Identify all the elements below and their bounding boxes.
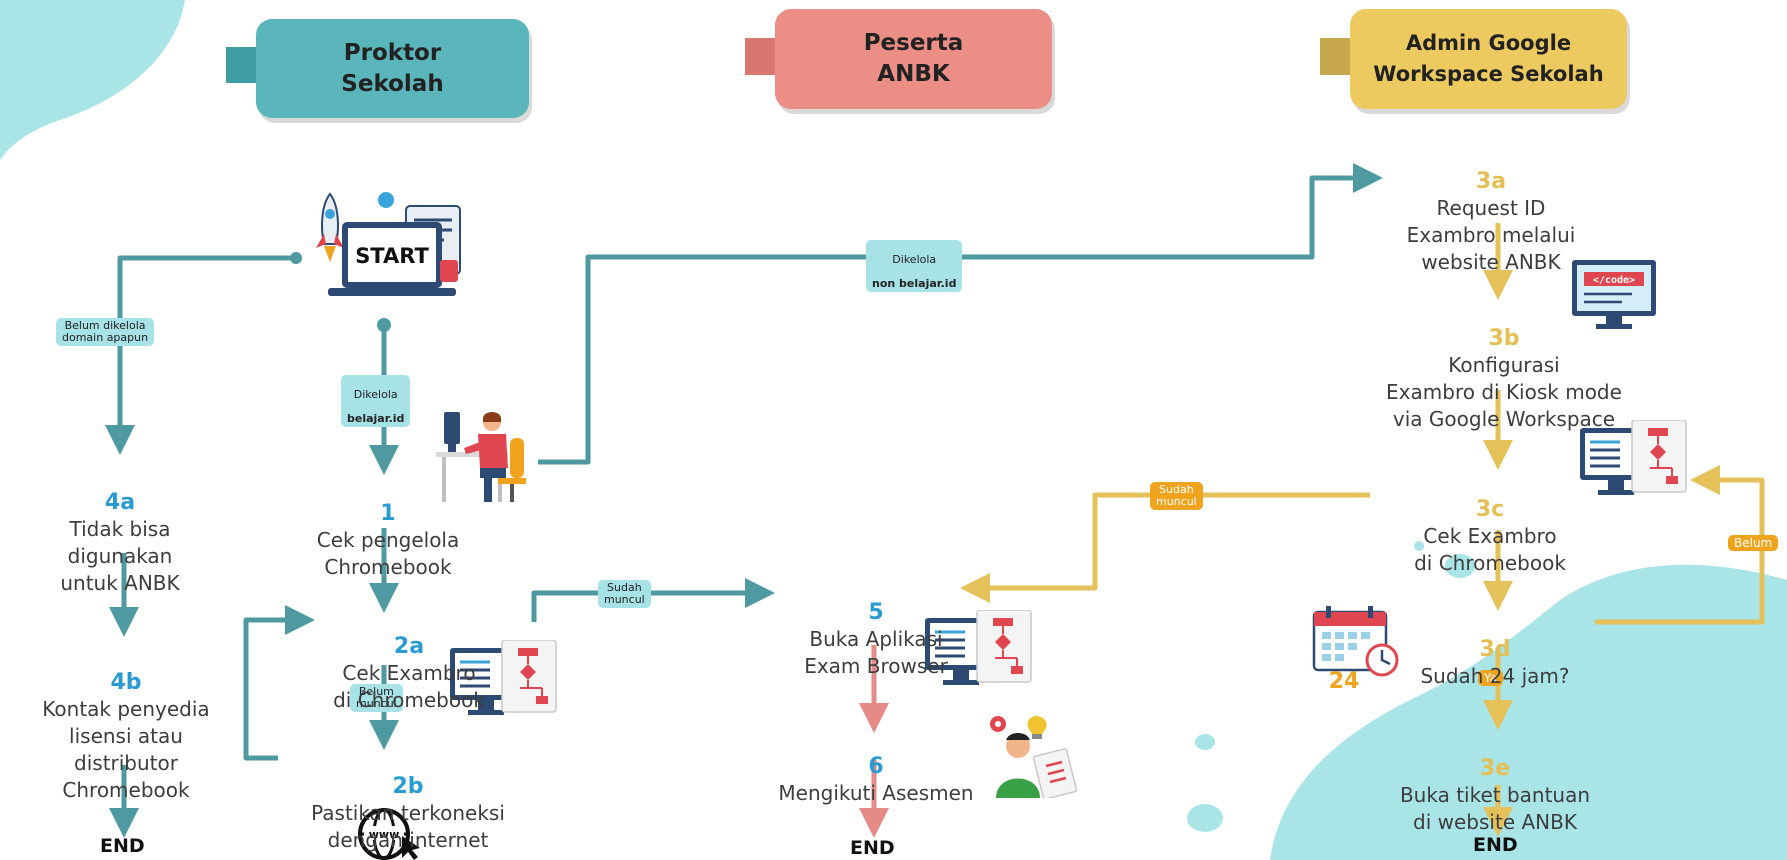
line-1-to-3a <box>538 163 1383 465</box>
exambro-monitor-icon-2a <box>450 640 557 715</box>
node-2a-num: 2a <box>393 634 425 659</box>
node-4b-text: Kontak penyedia lisensi atau distributor… <box>42 697 210 802</box>
lane-title-admin: Admin Google Workspace Sekolah <box>1373 31 1604 86</box>
end-label-right: END <box>1473 834 1518 856</box>
internet-globe-icon: www <box>358 808 420 860</box>
node-3c-text: Cek Exambro di Chromebook <box>1414 524 1566 575</box>
top-left-blob <box>0 0 185 160</box>
node-4a-tidak-bisa: 4a Tidak bisa digunakan untuk ANBK <box>30 462 210 597</box>
student-thinking-icon <box>990 716 1078 798</box>
node-3c-num: 3c <box>1475 497 1505 522</box>
end-label-left: END <box>100 835 145 857</box>
node-1-num: 1 <box>380 501 396 526</box>
hours-label: 24 <box>1329 669 1360 692</box>
node-1-text: Cek pengelola Chromebook <box>316 528 460 579</box>
tag-sudah-muncul-3c: Sudah muncul <box>1150 482 1203 510</box>
lane-header-proktor: Proktor Sekolah <box>256 19 529 118</box>
tag-dikelola-non-belajar: Dikelola non belajar.id <box>866 240 963 292</box>
tag-sudah-muncul-2a: Sudah muncul <box>598 580 651 608</box>
node-4b-kontak-penyedia: 4b Kontak penyedia lisensi atau distribu… <box>12 642 240 804</box>
node-3d-sudah-24-jam: 3d Sudah 24 jam? <box>1390 609 1600 690</box>
proktor-at-desk-icon <box>436 412 526 502</box>
node-3c-cek-exambro: 3c Cek Exambro di Chromebook <box>1390 469 1590 577</box>
node-5-num: 5 <box>868 600 884 625</box>
node-5-buka-aplikasi: 5 Buka Aplikasi Exam Browser <box>786 572 966 680</box>
exambro-monitor-icon-3c <box>1580 420 1687 495</box>
dot-start-down <box>377 318 391 332</box>
node-4a-text: Tidak bisa digunakan untuk ANBK <box>60 517 180 595</box>
tag-belum-dikelola: Belum dikelola domain apapun <box>56 318 155 346</box>
blob-dot-1 <box>1445 554 1475 578</box>
blob-dot-6 <box>1197 736 1209 748</box>
line-start-to-4a <box>105 255 292 455</box>
node-3a-num: 3a <box>1475 169 1507 194</box>
node-3a-text: Request ID Exambro melalui website ANBK <box>1406 196 1576 274</box>
tag-dikelola-non-line2: non belajar.id <box>872 277 957 290</box>
code-monitor-icon: </code> <box>1572 260 1656 329</box>
www-label: www <box>369 828 400 841</box>
node-5-text: Buka Aplikasi Exam Browser <box>804 627 948 678</box>
line-2a-to-5 <box>531 578 775 622</box>
start-rocket-laptop-icon: START <box>316 192 461 296</box>
code-label: </code> <box>1593 275 1635 286</box>
node-2b-num: 2b <box>392 774 424 799</box>
node-3b-text: Konfigurasi Exambro di Kiosk mode via Go… <box>1386 353 1622 431</box>
line-3d-to-3c-belum <box>1595 465 1765 625</box>
lane-header-admin: Admin Google Workspace Sekolah <box>1350 9 1627 109</box>
node-3b-konfigurasi: 3b Konfigurasi Exambro di Kiosk mode via… <box>1372 298 1636 433</box>
node-6-mengikuti-asesmen: 6 Mengikuti Asesmen <box>756 726 996 807</box>
lane-title-peserta: Peserta ANBK <box>863 30 964 87</box>
blob-dot-4 <box>1187 804 1223 832</box>
node-3a-request-id: 3a Request ID Exambro melalui website AN… <box>1376 141 1606 276</box>
tag-dikelola-belajar-line1: Dikelola <box>353 388 398 401</box>
calendar-24h-icon: 24 <box>1312 606 1399 692</box>
lane-header-peserta: Peserta ANBK <box>775 9 1052 109</box>
line-2b-to-2a <box>243 605 315 761</box>
exambro-monitor-icon-5 <box>925 610 1032 685</box>
node-3d-text: Sudah 24 jam? <box>1420 664 1570 688</box>
node-2b-pastikan-internet: 2b Pastikan terkoneksi dengan internet <box>278 746 538 854</box>
tag-dikelola-non-line1: Dikelola <box>892 253 937 266</box>
node-3e-buka-tiket: 3e Buka tiket bantuan di website ANBK <box>1370 728 1620 836</box>
line-3c-to-5 <box>960 492 1370 603</box>
tag-belum-3d: Belum <box>1728 535 1779 551</box>
node-4b-num: 4b <box>110 670 142 695</box>
node-3e-text: Buka tiket bantuan di website ANBK <box>1399 783 1591 834</box>
start-label: START <box>355 244 429 268</box>
node-3d-num: 3d <box>1479 637 1511 662</box>
node-2a-cek-exambro: 2a Cek Exambro di Chromebook <box>304 606 514 714</box>
lane-title-proktor: Proktor Sekolah <box>341 39 444 97</box>
blob-dot-2 <box>1414 541 1424 551</box>
node-6-num: 6 <box>868 754 884 779</box>
node-3e-num: 3e <box>1479 756 1511 781</box>
tag-dikelola-belajar-line2: belajar.id <box>347 412 405 425</box>
bottom-right-blob <box>1270 564 1787 860</box>
tag-belum-muncul-2a: Belum muncul <box>350 684 403 712</box>
node-3b-num: 3b <box>1488 326 1520 351</box>
node-2b-text: Pastikan terkoneksi dengan internet <box>311 801 505 852</box>
dot-start-left <box>290 252 302 264</box>
end-label-mid: END <box>850 837 895 859</box>
node-4a-num: 4a <box>104 490 136 515</box>
tag-ya-3d: Ya <box>1478 670 1504 686</box>
node-2a-text: Cek Exambro di Chromebook <box>333 661 485 712</box>
tag-dikelola-belajar: Dikelola belajar.id <box>341 375 411 427</box>
node-6-text: Mengikuti Asesmen <box>778 781 974 805</box>
node-1-cek-pengelola: 1 Cek pengelola Chromebook <box>288 473 488 581</box>
